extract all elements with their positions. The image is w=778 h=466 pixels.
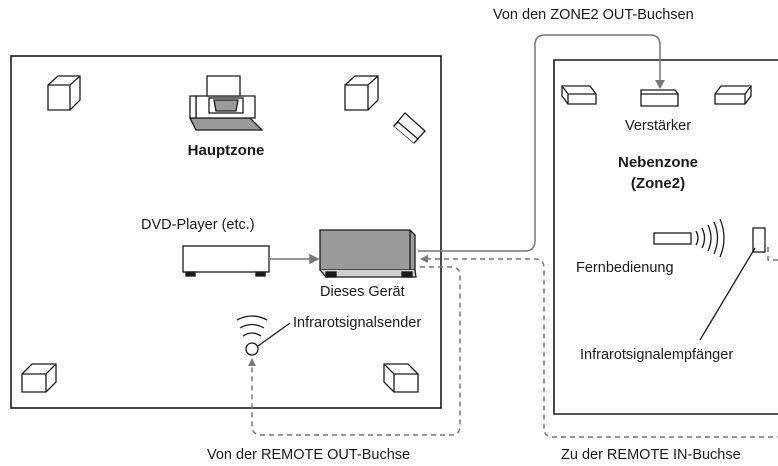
speaker-front-left-icon — [47, 75, 81, 111]
main-zone-room — [10, 55, 442, 409]
ir-receiver-icon — [699, 227, 766, 341]
label-ir-emitter: Infrarotsignalsender — [293, 315, 421, 331]
label-remote-in: Zu der REMOTE IN-Buchse — [561, 447, 741, 463]
dvd-to-unit-cable — [269, 253, 320, 265]
speaker-zone2-left-icon — [561, 85, 597, 105]
speaker-center-tv-icon — [188, 75, 264, 131]
remote-control-icon — [653, 218, 725, 258]
remote-out-cable — [251, 266, 461, 436]
zone2-out-arrow-icon — [655, 80, 665, 89]
dvd-player-icon — [182, 245, 270, 277]
amplifier-icon — [640, 89, 679, 107]
remote-in-arrow-icon — [420, 255, 428, 263]
speaker-front-right-icon — [344, 75, 379, 111]
ir-emitter-icon — [236, 315, 291, 356]
sub-zone-room — [553, 59, 778, 415]
label-sub-zone: Nebenzone — [618, 154, 698, 171]
label-sub-zone-number: (Zone2) — [631, 175, 685, 192]
speaker-zone2-right-icon — [714, 85, 752, 105]
label-zone2-out: Von den ZONE2 OUT-Buchsen — [493, 7, 694, 23]
remote-out-arrow-icon — [248, 358, 256, 366]
label-dvd-player: DVD-Player (etc.) — [141, 217, 255, 233]
zone2-out-cable — [418, 34, 661, 252]
speaker-surround-right-icon — [383, 363, 419, 393]
label-ir-receiver: Infrarotsignalempfänger — [580, 347, 733, 363]
speaker-surround-left-icon — [21, 363, 57, 393]
label-remote-control: Fernbedienung — [576, 260, 674, 276]
label-remote-out: Von der REMOTE OUT-Buchse — [207, 447, 410, 463]
speaker-subwoofer-icon — [393, 112, 426, 144]
label-main-zone: Hauptzone — [188, 142, 265, 159]
label-amplifier: Verstärker — [625, 118, 691, 134]
receiver-unit-icon — [319, 229, 417, 278]
label-this-unit: Dieses Gerät — [320, 284, 405, 300]
remote-in-cable — [426, 245, 778, 438]
